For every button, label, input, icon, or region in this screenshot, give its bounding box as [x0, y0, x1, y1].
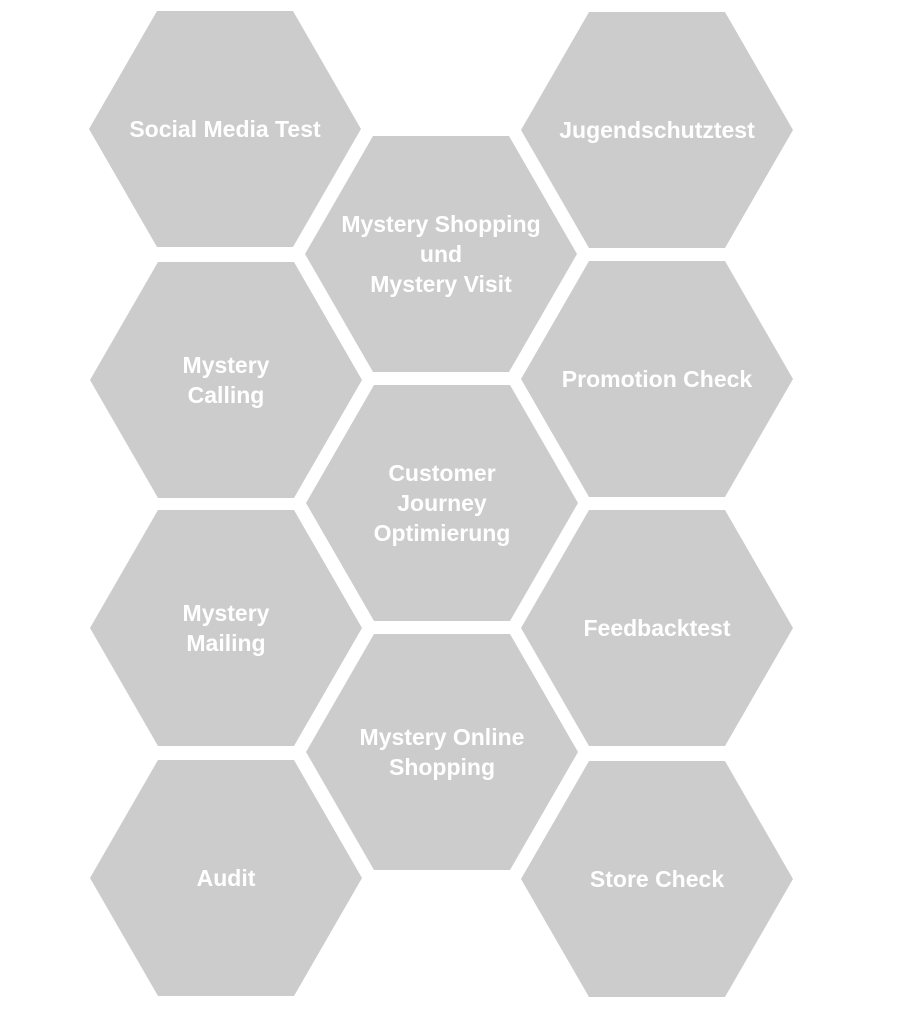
hexagon-label: Shopping — [389, 754, 495, 780]
hexagon-label: Optimierung — [374, 520, 511, 546]
hexagon-shape — [90, 760, 362, 996]
hexagon-shape — [306, 634, 578, 870]
hexagon-label: Journey — [397, 490, 487, 516]
hexagon-label: Calling — [188, 382, 265, 408]
hexagon-shape — [89, 11, 361, 247]
hexagon-label: Feedbacktest — [583, 615, 730, 641]
hexagon-shape — [521, 510, 793, 746]
hexagon-label: Mystery — [183, 600, 270, 626]
hexagon-feedbacktest: Feedbacktest — [521, 510, 793, 746]
hexagon-label: Mystery Visit — [370, 271, 512, 297]
hexagon-shape — [306, 385, 578, 621]
hexagon-shape — [521, 12, 793, 248]
hexagon-label: Social Media Test — [129, 116, 321, 142]
hexagon-shape — [305, 136, 577, 372]
hexagon-shape — [90, 510, 362, 746]
hexagon-label: und — [420, 241, 462, 267]
hexagon-store-check: Store Check — [521, 761, 793, 997]
hexagon-label: Audit — [197, 865, 256, 891]
hexagon-label: Mystery — [183, 352, 270, 378]
hexagon-social-media-test: Social Media Test — [89, 11, 361, 247]
hexagon-promotion-check: Promotion Check — [521, 261, 793, 497]
hexagon-label: Mystery Online — [360, 724, 525, 750]
hexagon-label: Store Check — [590, 866, 724, 892]
hexagon-jugendschutztest: Jugendschutztest — [521, 12, 793, 248]
hexagon-label: Customer — [388, 460, 495, 486]
hexagon-label: Mystery Shopping — [341, 211, 540, 237]
hexagon-shape — [90, 262, 362, 498]
hexagon-label: Promotion Check — [562, 366, 753, 392]
hexagon-label: Mailing — [186, 630, 265, 656]
hexagon-label: Jugendschutztest — [559, 117, 755, 143]
hexagon-audit: Audit — [90, 760, 362, 996]
hexagon-shape — [521, 761, 793, 997]
hexagon-shape — [521, 261, 793, 497]
